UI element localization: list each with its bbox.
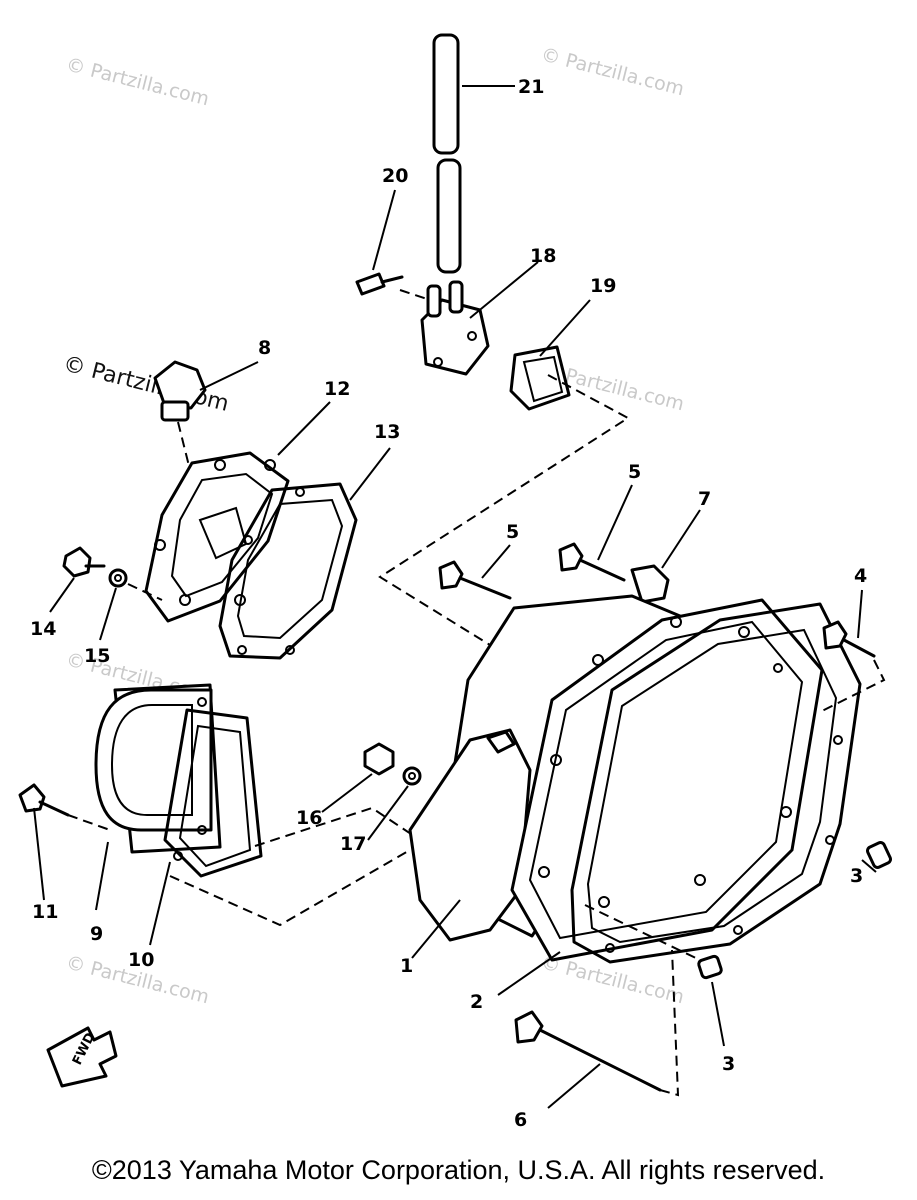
part-12-cover [144,401,331,623]
callout-16: 16 [296,807,322,829]
callout-11: 11 [32,901,58,923]
callout-13: 13 [374,421,400,443]
part-16-bolt [321,742,395,813]
callout-1: 1 [400,955,413,977]
callout-20: 20 [382,165,408,187]
part-5-bolt [438,544,512,600]
part-20-screw [355,189,431,301]
part-21-hose [432,33,515,274]
callout-5: 5 [506,521,519,543]
part-8-cap [153,360,259,471]
leader-dash [584,904,701,961]
watermark-strong: © Partzilla.com [61,352,232,417]
callout-12: 12 [324,378,350,400]
callout-4: 4 [854,565,867,587]
callout-19: 19 [590,275,616,297]
watermark: © Partzilla.com [539,44,687,101]
callout-3: 3 [850,865,863,887]
part-3-plug [697,954,725,1047]
part-1-crankcase-cover [408,594,824,962]
part-14-bolt [49,546,106,613]
watermark: © Partzilla.com [539,952,687,1009]
part-5-bolt [558,484,633,582]
callout-18: 18 [530,245,556,267]
callout-5: 5 [628,461,641,483]
callout-21: 21 [518,76,544,98]
callout-2: 2 [470,991,483,1013]
callout-7: 7 [698,488,711,510]
part-4-bolt [819,589,886,713]
callout-labels: 21 20 18 19 8 12 13 5 7 5 4 14 15 16 17 … [30,76,867,1131]
part-18-valve [420,261,539,376]
fwd-arrow-icon: FWD [46,1026,118,1088]
callout-6: 6 [514,1109,527,1131]
part-3-plug [861,841,892,873]
callout-17: 17 [340,833,366,855]
callout-3: 3 [722,1053,735,1075]
callout-8: 8 [258,337,271,359]
part-2-gasket [497,602,862,996]
copyright-text: ©2013 Yamaha Motor Corporation, U.S.A. A… [91,1155,826,1185]
part-17-washer [367,766,422,841]
part-15-washer [99,568,163,641]
part-11-bolt [18,783,111,901]
part-9-cover [94,683,222,911]
part-13-gasket [218,447,391,660]
callout-15: 15 [84,645,110,667]
callout-14: 14 [30,618,56,640]
watermark: © Partzilla.com [64,54,212,111]
callout-10: 10 [128,949,154,971]
callout-9: 9 [90,923,103,945]
part-19-gasket [378,299,630,646]
part-6-bolt [514,949,680,1109]
